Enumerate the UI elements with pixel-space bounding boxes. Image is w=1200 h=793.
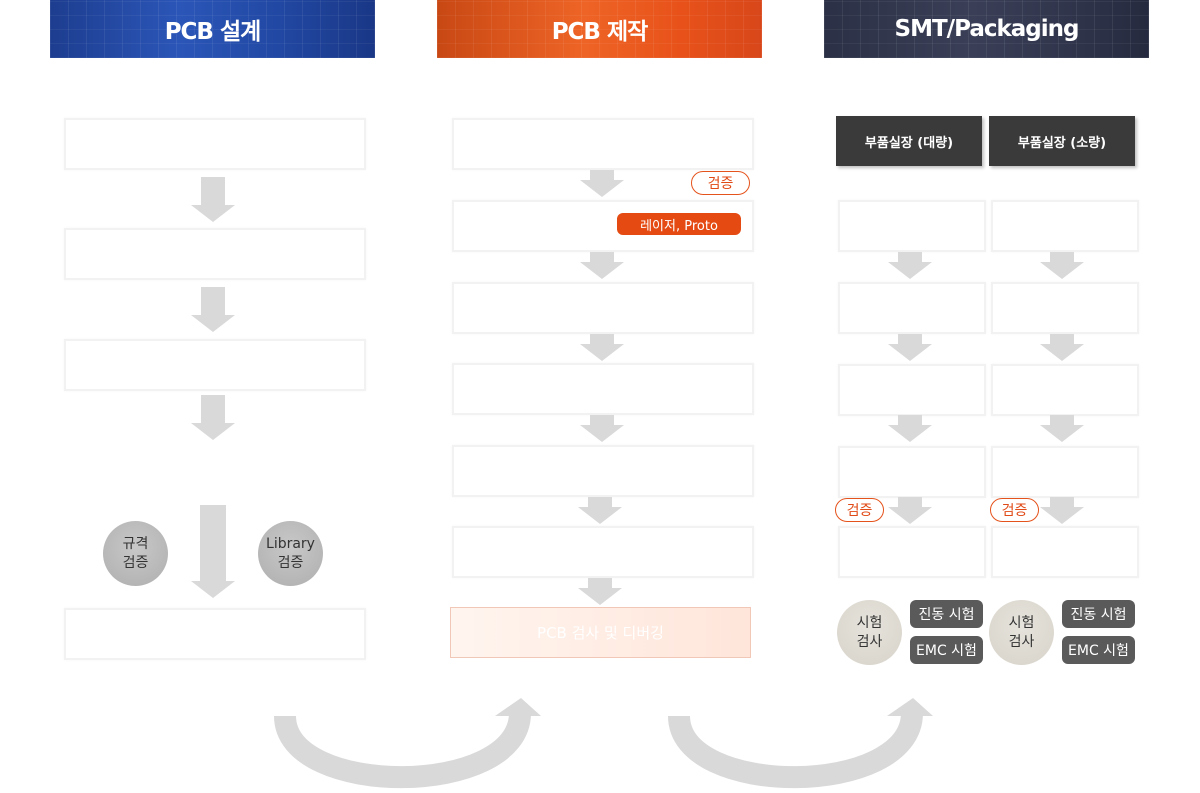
- smt-small-step-2: [991, 282, 1139, 334]
- smt-mass-arrow-4: [888, 497, 932, 524]
- smt-small-arrow-2: [1040, 334, 1084, 361]
- smt-mass-step-2: [838, 282, 986, 334]
- smt-vibration-left: 진동 시험: [910, 600, 983, 628]
- curved-arrow-fab-to-smt-head: [887, 698, 933, 716]
- fab-laser-badge: 레이저, Proto: [617, 213, 741, 235]
- fab-arrow-4: [580, 415, 624, 442]
- smt-small-arrow-4: [1040, 497, 1084, 524]
- smt-mass-step-5: [838, 526, 986, 578]
- fab-verify-badge: 검증: [691, 171, 750, 195]
- curved-arrow-design-to-fab-head: [495, 698, 541, 716]
- fab-final-step: PCB 검사 및 디버깅: [450, 607, 751, 658]
- smt-small-arrow-1: [1040, 252, 1084, 279]
- smt-verify-left: 검증: [835, 498, 884, 522]
- fab-step-3: [452, 282, 754, 334]
- design-arrow-long: [191, 505, 235, 599]
- fab-arrow-3: [580, 334, 624, 361]
- smt-verify-right: 검증: [990, 498, 1039, 522]
- design-step-4: [64, 608, 366, 660]
- design-step-1: [64, 118, 366, 170]
- smt-small-step-5: [991, 526, 1139, 578]
- smt-small-arrow-3: [1040, 415, 1084, 442]
- fab-arrow-2: [580, 252, 624, 279]
- smt-mass-step-1: [838, 200, 986, 252]
- fab-step-6: [452, 526, 754, 578]
- smt-mass-label: 부품실장 (대량): [836, 116, 982, 166]
- smt-mass-arrow-1: [888, 252, 932, 279]
- design-arrow-2: [191, 287, 235, 332]
- header-smt-packaging-label: SMT/Packaging: [894, 16, 1080, 42]
- smt-test-circle-left: 시험 검사: [837, 600, 902, 665]
- fab-step-5: [452, 445, 754, 497]
- curved-arrow-fab-to-smt: [668, 711, 923, 789]
- smt-mass-step-3: [838, 364, 986, 416]
- header-smt-packaging: SMT/Packaging: [824, 0, 1149, 58]
- header-pcb-fabrication: PCB 제작: [437, 0, 762, 58]
- design-step-3: [64, 339, 366, 391]
- smt-small-label: 부품실장 (소량): [989, 116, 1135, 166]
- header-pcb-fabrication-label: PCB 제작: [551, 19, 649, 45]
- smt-emc-right: EMC 시험: [1062, 636, 1135, 664]
- spec-check-circle: 규격 검증: [103, 521, 168, 586]
- library-check-circle: Library 검증: [258, 521, 323, 586]
- design-step-2: [64, 228, 366, 280]
- header-pcb-design-label: PCB 설계: [164, 19, 262, 45]
- header-pcb-design: PCB 설계: [50, 0, 375, 58]
- fab-arrow-5: [578, 497, 622, 524]
- smt-small-step-1: [991, 200, 1139, 252]
- smt-test-circle-right: 시험 검사: [989, 600, 1054, 665]
- design-arrow-1: [191, 177, 235, 222]
- fab-step-4: [452, 363, 754, 415]
- smt-mass-step-4: [838, 446, 986, 498]
- smt-vibration-right: 진동 시험: [1062, 600, 1135, 628]
- smt-mass-arrow-3: [888, 415, 932, 442]
- design-arrow-3: [191, 395, 235, 440]
- fab-step-1: [452, 118, 754, 170]
- fab-arrow-6: [578, 578, 622, 605]
- fab-arrow-1: [580, 170, 624, 197]
- curved-arrow-design-to-fab: [274, 711, 531, 789]
- smt-emc-left: EMC 시험: [910, 636, 983, 664]
- smt-mass-arrow-2: [888, 334, 932, 361]
